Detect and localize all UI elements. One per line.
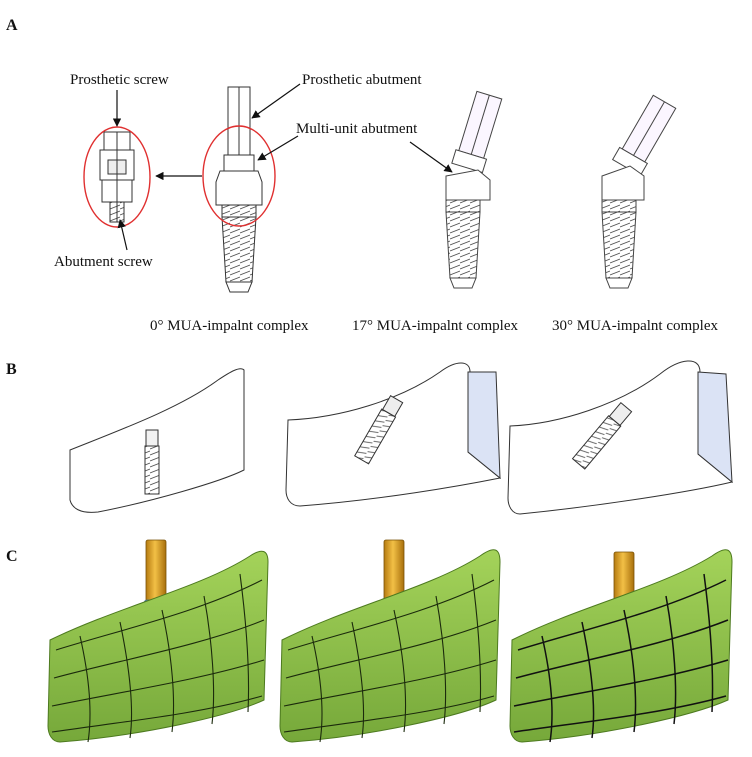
bone-block-0 (69, 368, 245, 513)
screw-detail-drawing (99, 131, 135, 223)
prosthetic-abutment-arrow (251, 83, 301, 119)
multi-unit-abutment-arrow-right (409, 141, 453, 173)
mesh-model-0 (47, 539, 269, 743)
panel-label-c: C (6, 548, 18, 565)
panel-label-a: A (6, 17, 18, 34)
mesh-model-30 (509, 549, 733, 743)
bone-block-17 (285, 362, 502, 507)
abutment-highlight-ellipse (202, 125, 276, 227)
caption-complex-0: 0° MUA-impalnt complex (150, 318, 309, 334)
complex-17-drawing (445, 90, 503, 289)
caption-complex-30: 30° MUA-impalnt complex (552, 318, 718, 334)
panel-label-b: B (6, 361, 17, 378)
bone-block-30 (507, 360, 734, 515)
complex-30-drawing (601, 94, 677, 289)
prosthetic-abutment-label: Prosthetic abutment (302, 72, 422, 88)
mesh-model-17 (279, 539, 501, 743)
prosthetic-screw-label: Prosthetic screw (70, 72, 169, 88)
complex-0-drawing (215, 86, 263, 293)
multi-unit-abutment-arrow-left (257, 135, 299, 161)
multi-unit-abutment-label: Multi-unit abutment (296, 121, 418, 137)
caption-complex-17: 17° MUA-impalnt complex (352, 318, 518, 334)
abutment-screw-arrow (117, 219, 128, 251)
screw-highlight-ellipse (83, 126, 151, 228)
abutment-screw-label: Abutment screw (54, 254, 153, 270)
